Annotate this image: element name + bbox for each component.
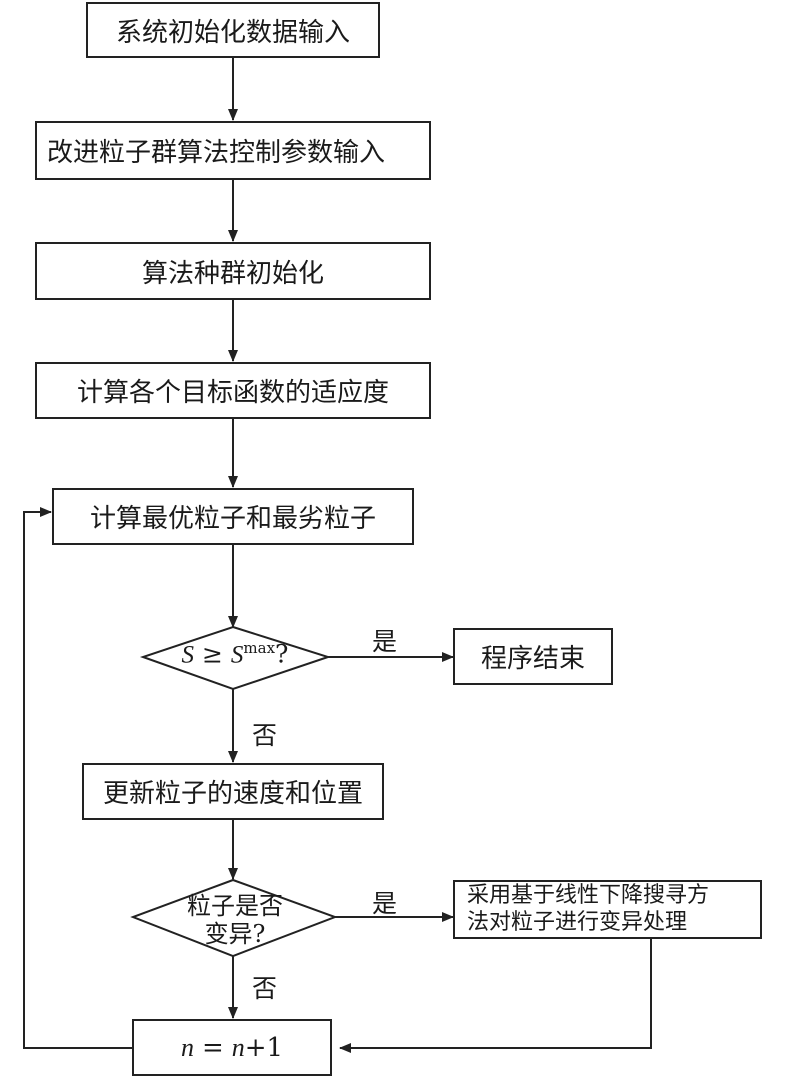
node-mutation-line1: 采用基于线性下降搜寻方 [467, 883, 710, 909]
node-increment-lhs: n [180, 1032, 194, 1062]
decision-1-q: ? [275, 639, 289, 669]
node-system-init-label: 系统初始化数据输入 [115, 17, 350, 48]
node-best-worst: 计算最优粒子和最劣粒子 [52, 488, 414, 545]
edge-label-yes-1: 是 [372, 627, 398, 656]
node-program-end-label: 程序结束 [480, 644, 585, 674]
node-param-input: 改进粒子群算法控制参数输入 [35, 121, 431, 180]
arrow-mutate-incr [339, 939, 652, 1053]
node-fitness-label: 计算各个目标函数的适应度 [76, 378, 389, 408]
decision-2-line1: 粒子是否 [187, 892, 283, 920]
edge-label-no-1: 否 [252, 721, 278, 750]
decision-1-rhs: S [230, 641, 244, 669]
node-system-init: 系统初始化数据输入 [86, 2, 380, 58]
node-mutation: 采用基于线性下降搜寻方 法对粒子进行变异处理 [453, 880, 762, 939]
decision-1-sup: max [243, 639, 276, 657]
node-increment-plus: +1 [244, 1032, 284, 1063]
node-fitness: 计算各个目标函数的适应度 [35, 362, 431, 419]
node-increment-eq: = [201, 1032, 224, 1063]
decision-1-op: ≥ [202, 639, 223, 669]
node-population-init-label: 算法种群初始化 [141, 258, 324, 289]
decision-2-text: 粒子是否 变异? [170, 892, 300, 948]
decision-diamond-2 [130, 878, 338, 958]
node-mutation-line2: 法对粒子进行变异处理 [467, 909, 688, 935]
decision-diamond-1 [139, 625, 332, 691]
node-population-init: 算法种群初始化 [35, 242, 431, 300]
decision-1-text: S ≥ Smax? [160, 639, 310, 670]
edge-label-yes-2: 是 [372, 889, 398, 918]
arrow-loop-back [23, 507, 132, 1049]
node-best-worst-label: 计算最优粒子和最劣粒子 [89, 504, 376, 534]
edge-label-no-2: 否 [252, 974, 278, 1003]
node-program-end: 程序结束 [453, 628, 613, 685]
node-param-input-label: 改进粒子群算法控制参数输入 [47, 138, 386, 168]
node-increment: n = n+1 [132, 1019, 332, 1076]
decision-1-lhs: S [181, 641, 195, 669]
node-update-label: 更新粒子的速度和位置 [102, 779, 363, 809]
node-increment-rhs: n [231, 1032, 245, 1062]
decision-2-line2: 变异? [204, 919, 266, 948]
node-update: 更新粒子的速度和位置 [82, 763, 384, 820]
